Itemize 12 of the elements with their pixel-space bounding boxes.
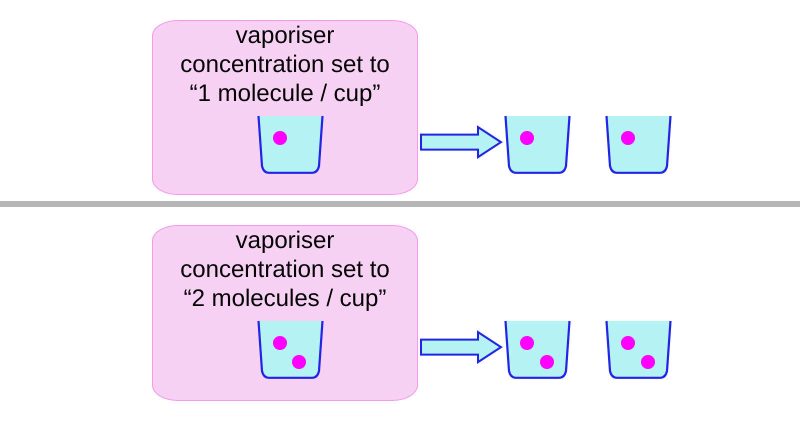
cup-drawing bbox=[504, 116, 571, 174]
block-arrow bbox=[420, 330, 503, 364]
description-text: vaporiser concentration set to “1 molecule / cup” bbox=[179, 21, 391, 108]
cup-drawing bbox=[257, 116, 324, 174]
block-arrow bbox=[420, 125, 503, 159]
cup-drawing bbox=[605, 116, 672, 174]
cup-drawing bbox=[605, 321, 672, 379]
cup-drawing bbox=[504, 321, 571, 379]
description-text: vaporiser concentration set to “2 molecules / cup” bbox=[179, 226, 391, 313]
cup-drawing bbox=[257, 321, 324, 379]
rounded-box bbox=[152, 225, 418, 401]
rounded-box bbox=[152, 20, 418, 195]
